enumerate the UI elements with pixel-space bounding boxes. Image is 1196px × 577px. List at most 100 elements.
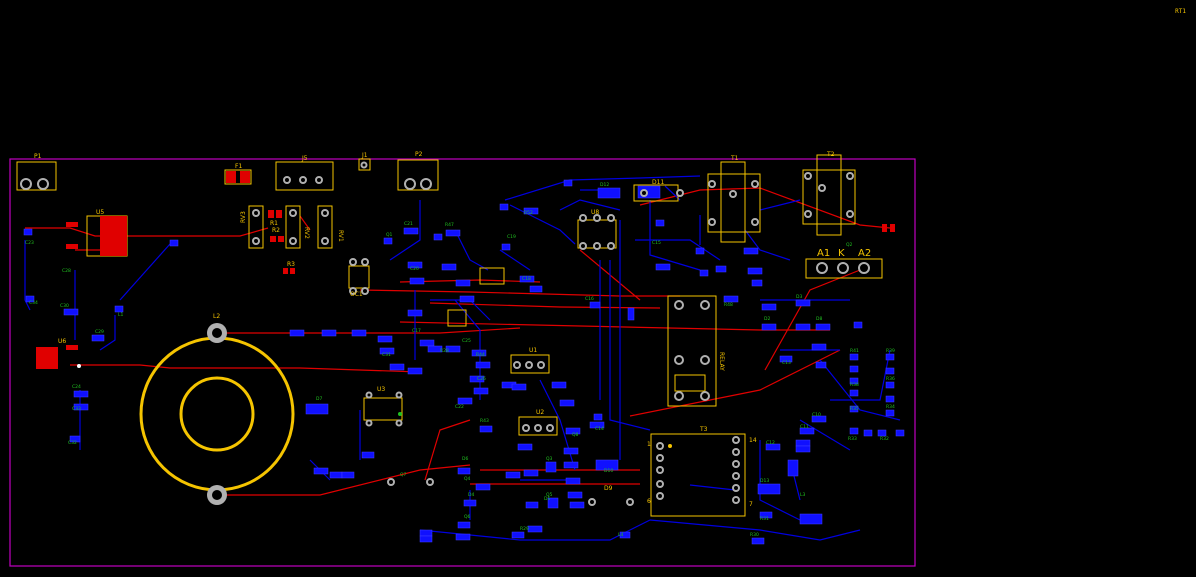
smd-label: Q4: [464, 476, 471, 482]
label-rv3: RV3: [240, 211, 247, 223]
smd-label: R48: [724, 302, 733, 308]
label-u1: U1: [529, 347, 537, 354]
label-a1: A1: [817, 248, 830, 259]
smd-label: Q7: [400, 472, 407, 478]
smd-label: D7: [316, 396, 322, 402]
smd-label: C14: [595, 426, 604, 432]
label-relay: RELAY: [718, 352, 725, 371]
blue-smd-parts: [23, 179, 905, 545]
smd-label: Q2: [846, 242, 853, 248]
smd-label: D4: [468, 492, 474, 498]
smd-label: C21: [404, 221, 413, 227]
smd-label: D10: [604, 468, 613, 474]
smd-label: C23: [25, 240, 34, 246]
smd-label: R43: [480, 418, 489, 424]
smd-label: C31: [382, 352, 391, 358]
smd-label: R29: [520, 526, 529, 532]
smd-label: L1: [118, 312, 124, 318]
inductor-l2: [139, 323, 295, 505]
smd-label: C19: [507, 234, 516, 240]
label-t3: T3: [699, 426, 708, 433]
label-u6: U6: [58, 338, 66, 345]
smd-label: R38: [850, 382, 859, 388]
smd-label: C26: [477, 376, 486, 382]
label-pin14: 14: [749, 437, 757, 444]
label-k: K: [838, 248, 845, 259]
smd-label: R34: [886, 404, 895, 410]
smd-label: R44: [476, 352, 485, 358]
smd-label: Q8: [572, 432, 579, 438]
smd-label: C22: [455, 404, 464, 410]
label-a2: A2: [858, 248, 871, 259]
label-t2: T2: [826, 151, 835, 158]
smd-label: R30: [750, 532, 759, 538]
smd-label: C12: [766, 440, 775, 446]
smd-label: D8: [816, 316, 822, 322]
label-oc1: OC1: [350, 291, 363, 298]
label-u2: U2: [536, 409, 544, 416]
thru-hole-pads: [20, 161, 870, 506]
label-u5: U5: [96, 209, 104, 216]
board-outline: [9, 158, 916, 567]
smd-label: R39: [886, 348, 895, 354]
smd-label: L4: [618, 532, 624, 538]
smd-label: R52: [524, 210, 533, 216]
label-f1: F1: [235, 163, 242, 170]
label-pin6: 6: [647, 498, 651, 505]
smd-label: R35: [850, 406, 859, 412]
smd-label: D5: [544, 496, 550, 502]
smd-label: D13: [760, 478, 769, 484]
smd-label: C13: [782, 360, 791, 366]
smd-label: C11: [800, 424, 809, 430]
silkscreen-components: [16, 154, 883, 517]
smd-label: Q3: [546, 456, 553, 462]
smd-label: Q5: [546, 492, 553, 498]
smd-label: R41: [850, 348, 859, 354]
smd-label: C20: [410, 266, 419, 272]
smd-label: D3: [796, 294, 802, 300]
smd-label: L3: [800, 492, 806, 498]
label-pin7: 7: [749, 501, 753, 508]
smd-label: D12: [600, 182, 609, 188]
smd-label: C32: [68, 440, 77, 446]
smd-label: C18: [522, 276, 531, 282]
smd-label: R31: [760, 516, 769, 522]
label-rv1: RV1: [337, 230, 344, 242]
smd-label: C33: [72, 406, 81, 412]
smd-label: C17: [412, 328, 421, 334]
smd-designators: C23 C28 C30 C29 C24 C33 C32 C34 C31 C26 …: [25, 182, 895, 538]
label-p2: P2: [415, 151, 423, 158]
smd-label: R33: [848, 436, 857, 442]
corner-reference: RT1: [1175, 8, 1186, 15]
label-d9: D9: [604, 485, 613, 492]
label-rv2: RV2: [303, 227, 310, 239]
label-r2: R2: [272, 227, 280, 234]
smd-label: C34: [29, 300, 38, 306]
smd-label: R36: [886, 376, 895, 382]
smd-label: D6: [462, 456, 468, 462]
smd-label: C15: [652, 240, 661, 246]
smd-label: R32: [880, 436, 889, 442]
smd-label: R28: [440, 348, 449, 354]
label-d11: D11: [652, 179, 664, 186]
label-j1: J1: [361, 152, 368, 159]
smd-label: C30: [60, 303, 69, 309]
red-pads: [36, 171, 895, 369]
smd-label: C29: [95, 329, 104, 335]
smd-label: C24: [72, 384, 81, 390]
label-pin1: 1: [647, 441, 651, 448]
label-u8: U8: [591, 209, 599, 216]
smd-label: C28: [62, 268, 71, 274]
smd-label: Q1: [386, 232, 393, 238]
label-r1: R1: [270, 220, 278, 227]
label-l2: L2: [213, 313, 220, 320]
label-p1: P1: [34, 153, 42, 160]
smd-label: C16: [585, 296, 594, 302]
component-labels: P1 F1 J5 J1 P2 T1 T2 T3 U5 U6 U1 U2 U3 U…: [34, 151, 871, 508]
smd-label: C10: [812, 412, 821, 418]
pin-markers: [77, 364, 672, 448]
smd-label: C25: [462, 338, 471, 344]
label-j5: J5: [301, 155, 308, 162]
label-r3: R3: [287, 261, 295, 268]
